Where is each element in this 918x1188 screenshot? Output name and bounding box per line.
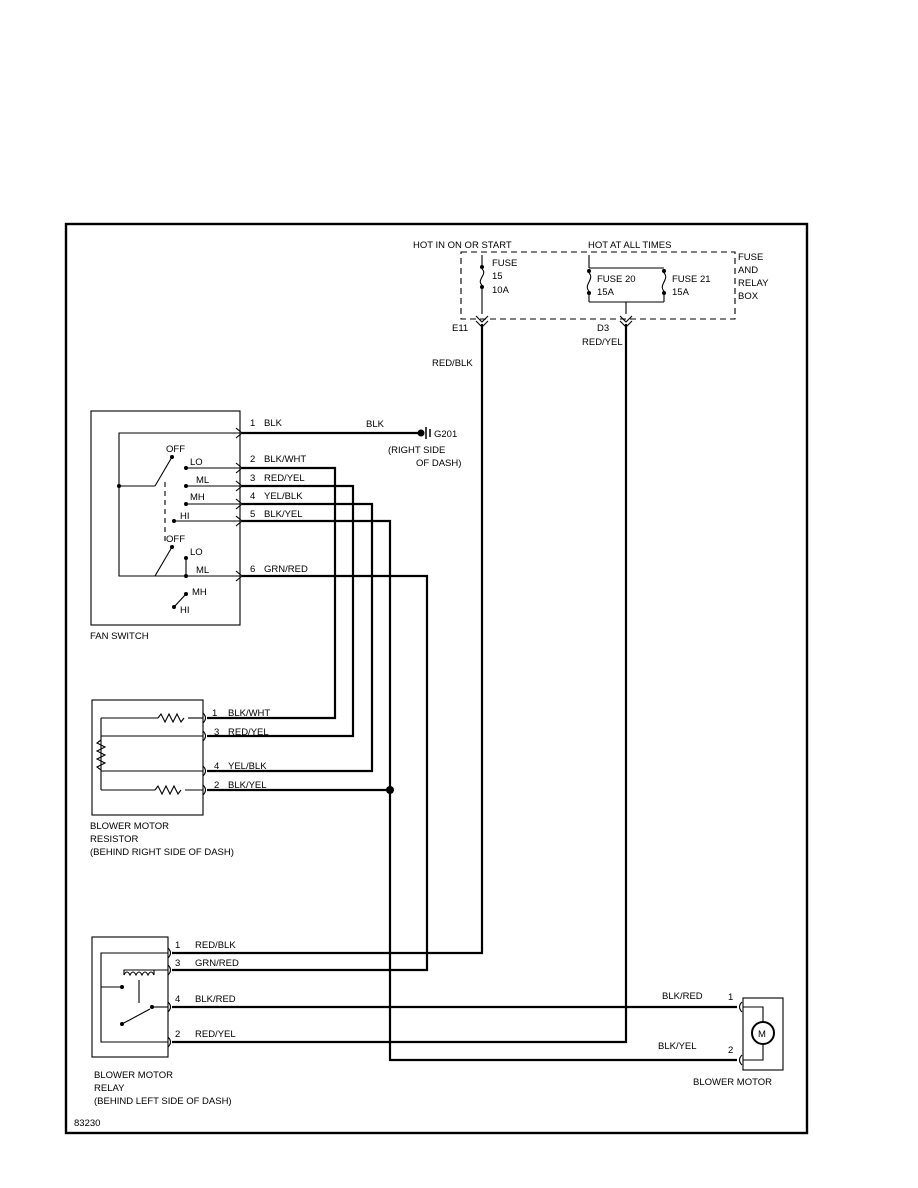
motor-pin-2: 2 [728, 1045, 733, 1056]
fan-switch-pos-ml-upper: ML [196, 475, 209, 486]
wire-grn-red-label-relay: GRN/RED [195, 958, 239, 969]
wire-blk-wht [207, 466, 337, 720]
wire-blk-wht-label-resistor: BLK/WHT [228, 708, 270, 719]
connector-d3-label: D3 [597, 323, 609, 334]
resistor-pin-2: 2 [214, 780, 219, 791]
ground-location-1: (RIGHT SIDE [388, 445, 445, 456]
fuse-15-label-1: FUSE [492, 258, 517, 269]
fuse-21-label-2: 15A [672, 287, 690, 298]
fan-switch-pos-off-lower: OFF [166, 534, 185, 545]
wire-blk-wht-label-switch: BLK/WHT [264, 454, 306, 465]
resistor-pin-4: 4 [214, 761, 219, 772]
fan-switch-pos-mh-upper: MH [190, 492, 205, 503]
fan-switch [90, 410, 241, 626]
fuse-box-label-3: RELAY [738, 278, 769, 289]
fuse-relay-box: HOT IN ON OR START HOT AT ALL TIMES FUSE… [413, 240, 769, 334]
wire-red-yel-label-top: RED/YEL [582, 337, 623, 348]
wire-blk-yel [207, 519, 737, 1062]
fuse-15-label-2: 15 [492, 271, 503, 282]
fan-switch-pos-lo-lower: LO [190, 547, 203, 558]
connector-d3-icon [619, 315, 633, 323]
relay-pin-2: 2 [175, 1029, 180, 1040]
wire-red-blk-label-top: RED/BLK [432, 358, 473, 369]
figure-id: 83230 [74, 1118, 100, 1129]
fan-switch-pos-hi-upper: HI [180, 511, 190, 522]
fuse-box-label-2: AND [738, 265, 758, 276]
fuse-15-label-3: 10A [492, 285, 510, 296]
hot-always-label: HOT AT ALL TIMES [588, 240, 671, 251]
relay-pin-1: 1 [175, 940, 180, 951]
fuse-box-label-1: FUSE [738, 252, 763, 263]
wire-red-yel-label-relay: RED/YEL [195, 1029, 236, 1040]
fan-switch-pos-hi-lower: HI [180, 605, 190, 616]
fuse-15-symbol [479, 255, 485, 314]
wire-red-blk-label-relay: RED/BLK [195, 940, 236, 951]
relay-pin-4: 4 [175, 994, 180, 1005]
relay-pin-3: 3 [175, 958, 180, 969]
diagram-frame [64, 222, 809, 1135]
motor-icon [751, 1021, 775, 1045]
hot-run-label: HOT IN ON OR START [413, 240, 512, 251]
motor-symbol: M [758, 1029, 766, 1040]
wire-grn-red [172, 574, 429, 972]
wire-blk-yel-label-motor: BLK/YEL [658, 1041, 697, 1052]
fan-switch-pin-5: 5 [250, 509, 255, 520]
wire-blk-label-switch: BLK [264, 418, 283, 429]
connector-e11-label: E11 [452, 323, 468, 334]
fuse-21-label-1: FUSE 21 [672, 274, 711, 285]
wire-red-yel-switch [207, 484, 355, 738]
ground-g201-label: G201 [434, 429, 457, 440]
blower-motor-resistor [91, 699, 207, 816]
wire-yel-blk [207, 502, 374, 773]
wire-red-yel-feed [172, 324, 628, 1044]
wire-red-yel-label-switch: RED/YEL [264, 473, 305, 484]
fan-switch-pin-4: 4 [250, 491, 255, 502]
relay-label-2: RELAY [94, 1083, 125, 1094]
motor-label: BLOWER MOTOR [693, 1077, 772, 1088]
fuse-20-21-symbol [586, 255, 667, 314]
resistor-label-1: BLOWER MOTOR [90, 821, 169, 832]
fan-switch-pin-1: 1 [250, 418, 255, 429]
resistor-pin-1: 1 [212, 708, 217, 719]
wire-grn-red-label-switch: GRN/RED [264, 564, 308, 575]
fan-switch-pos-mh-lower: MH [192, 587, 207, 598]
fan-switch-pin-3: 3 [250, 473, 255, 484]
relay-label-3: (BEHIND LEFT SIDE OF DASH) [94, 1096, 232, 1107]
wire-blk-red-label-motor: BLK/RED [662, 991, 703, 1002]
motor-pin-1: 1 [728, 992, 733, 1003]
resistor-label-2: RESISTOR [90, 834, 139, 845]
wire-blk-yel-label-switch: BLK/YEL [264, 509, 303, 520]
resistor-pin-3: 3 [214, 727, 219, 738]
wire-yel-blk-label-switch: YEL/BLK [264, 491, 303, 502]
fan-switch-label: FAN SWITCH [90, 631, 149, 642]
blower-motor-relay [91, 936, 172, 1058]
fuse-20-label-1: FUSE 20 [597, 274, 636, 285]
ground-location-2: OF DASH) [416, 458, 461, 469]
fan-switch-pin-6: 6 [250, 564, 255, 575]
wire-blk-yel-label-resistor: BLK/YEL [228, 780, 267, 791]
fan-switch-pos-ml-lower: ML [196, 565, 209, 576]
wire-red-yel-label-resistor: RED/YEL [228, 727, 269, 738]
relay-label-1: BLOWER MOTOR [94, 1070, 173, 1081]
connector-e11-icon [475, 315, 489, 323]
fan-switch-pos-off-upper: OFF [166, 444, 185, 455]
fan-switch-pos-lo-upper: LO [190, 457, 203, 468]
wire-red-blk [172, 324, 484, 955]
wire-blk-ground [242, 427, 431, 439]
blower-motor: M [738, 997, 784, 1071]
wire-blk-red-label-relay: BLK/RED [195, 994, 236, 1005]
resistor-label-3: (BEHIND RIGHT SIDE OF DASH) [90, 847, 234, 858]
wire-blk-label-ground: BLK [366, 419, 385, 430]
wire-yel-blk-label-resistor: YEL/BLK [228, 761, 267, 772]
fuse-box-label-4: BOX [738, 291, 759, 302]
fuse-20-label-2: 15A [597, 287, 615, 298]
fan-switch-pin-2: 2 [250, 454, 255, 465]
